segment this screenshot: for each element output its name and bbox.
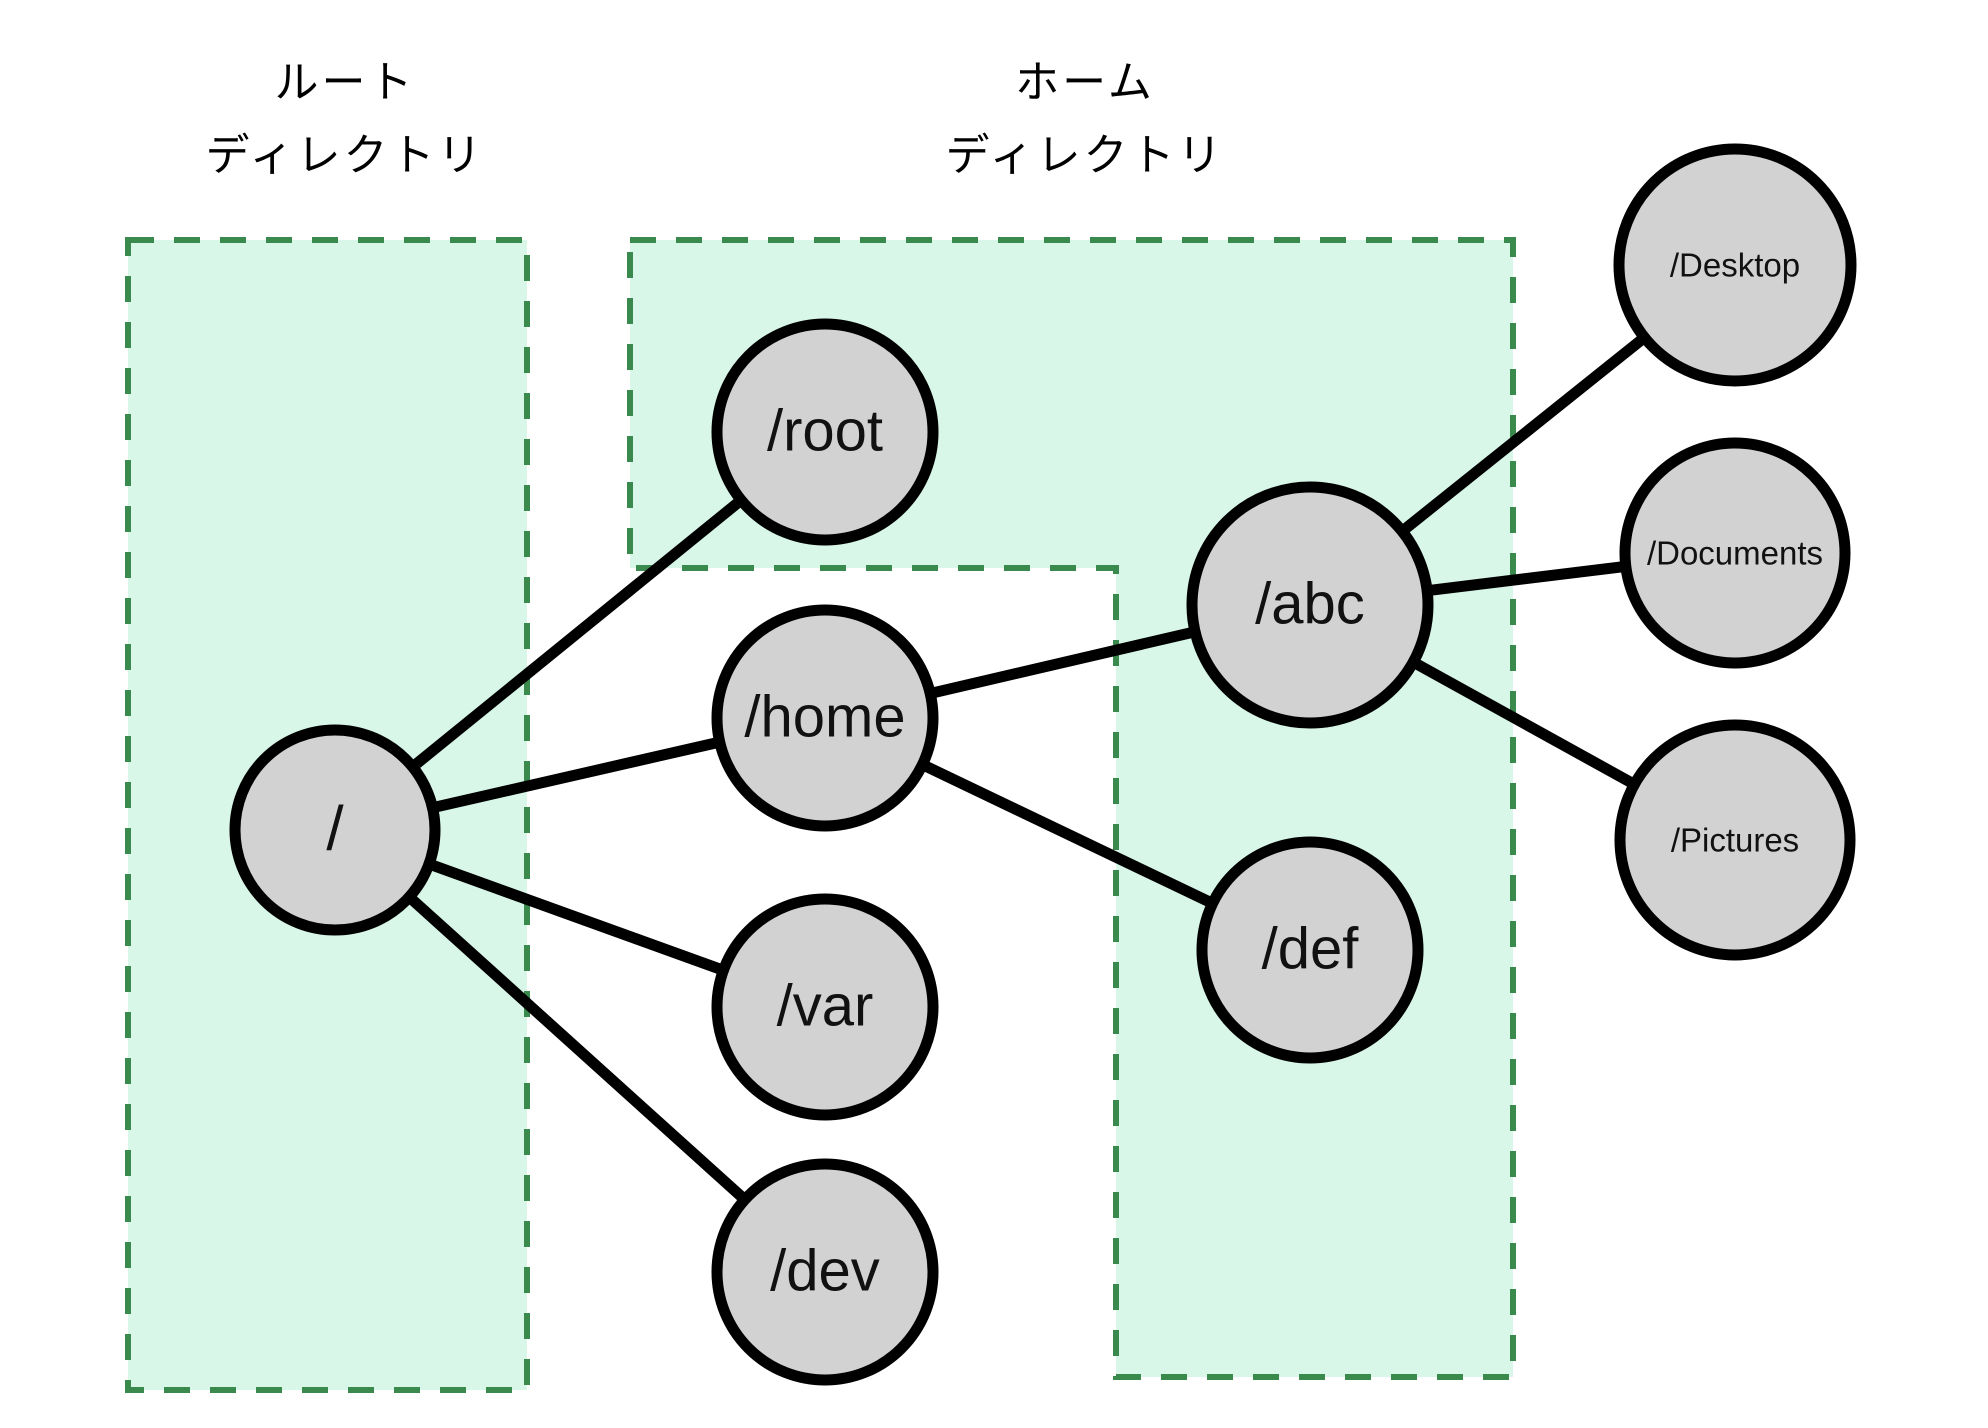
node-home[interactable]: /home	[711, 604, 939, 832]
node-home-circle[interactable]	[711, 604, 939, 832]
node-documents-label: /Documents	[1647, 535, 1823, 572]
node-var-label: /var	[777, 973, 874, 1038]
node-def-circle[interactable]	[1196, 836, 1424, 1064]
node-rootdir[interactable]: /root	[711, 318, 939, 546]
node-home-label: /home	[744, 684, 905, 749]
node-abc-label: /abc	[1255, 571, 1365, 636]
node-var[interactable]: /var	[711, 893, 939, 1121]
node-dev-label: /dev	[770, 1238, 880, 1303]
node-var-circle[interactable]	[711, 893, 939, 1121]
node-abc-circle[interactable]	[1186, 481, 1434, 729]
node-documents-circle[interactable]	[1619, 437, 1851, 669]
home-directory-caption-line2: ディレクトリ	[946, 130, 1225, 181]
region-outline-layer	[125, 237, 1516, 1393]
root-directory-caption-line2: ディレクトリ	[206, 130, 485, 181]
node-abc[interactable]: /abc	[1186, 481, 1434, 729]
node-desktop-label: /Desktop	[1670, 247, 1800, 284]
node-def-label: /def	[1262, 916, 1360, 981]
node-dev-circle[interactable]	[711, 1158, 939, 1386]
node-rootdir-label: /root	[767, 398, 883, 463]
node-def[interactable]: /def	[1196, 836, 1424, 1064]
node-pictures-label: /Pictures	[1671, 822, 1799, 859]
node-documents[interactable]: /Documents	[1619, 437, 1851, 669]
node-pictures-circle[interactable]	[1614, 719, 1856, 961]
node-layer: / /root/home/var/dev/abc/def/Desktop/Docu…	[229, 143, 1857, 1386]
node-pictures[interactable]: /Pictures	[1614, 719, 1856, 961]
node-dev[interactable]: /dev	[711, 1158, 939, 1386]
home-directory-caption-line1: ホーム	[1015, 57, 1155, 108]
node-desktop-circle[interactable]	[1613, 143, 1857, 387]
node-root[interactable]: /	[229, 724, 441, 936]
node-desktop[interactable]: /Desktop	[1613, 143, 1857, 387]
node-rootdir-circle[interactable]	[711, 318, 939, 546]
node-root-label: /	[326, 794, 344, 863]
home-directory-region-outline	[627, 237, 1516, 1380]
node-root-circle[interactable]	[229, 724, 441, 936]
root-directory-caption-line1: ルート	[275, 57, 416, 108]
